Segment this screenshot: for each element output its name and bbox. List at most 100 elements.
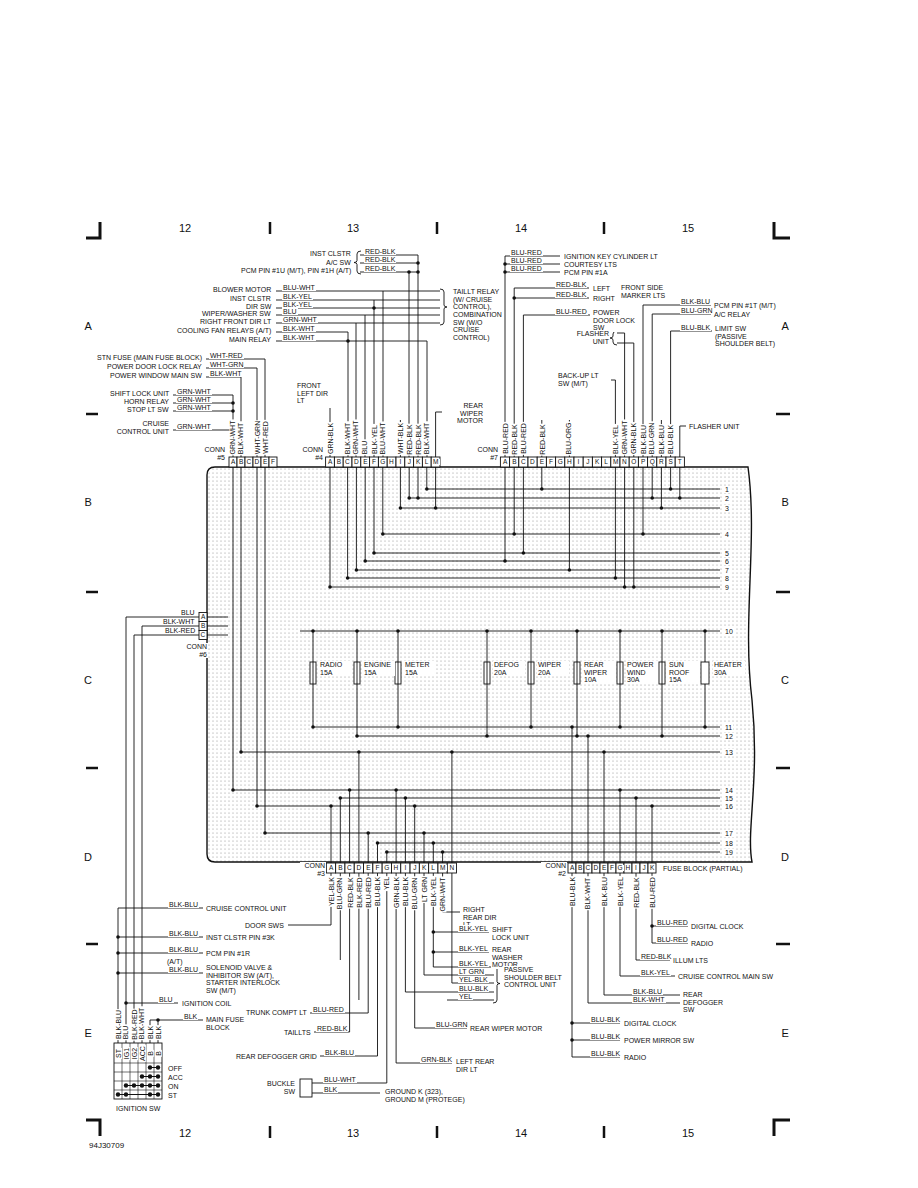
wiring-label: WHT-RED (261, 420, 268, 455)
wire (357, 736, 720, 737)
wiring-label: E (365, 865, 371, 872)
connector-pin-cell (537, 457, 546, 467)
connector-pin-cell (447, 863, 456, 873)
wiring-label: SHIFT LOCK UNIT (109, 390, 170, 397)
wire (365, 315, 366, 457)
wiring-label: 13 (346, 1128, 360, 1139)
connector-pin-cell (546, 457, 555, 467)
wiring-label: GRN-WHT (621, 419, 628, 455)
wire (405, 798, 406, 863)
wiring-label: 18 (724, 840, 734, 847)
wiring-label: SUN ROOF 15A (668, 661, 700, 684)
wire (679, 467, 680, 498)
wire (523, 315, 590, 316)
wiring-label: C (246, 459, 253, 466)
wiring-label: J (412, 865, 417, 872)
wire (288, 873, 331, 925)
wiring-label: S (668, 459, 674, 466)
wire (118, 973, 203, 974)
connector-pin-cell (620, 457, 629, 467)
wire (374, 467, 375, 553)
wiring-label: E (539, 459, 545, 466)
wiring-label: E (262, 459, 268, 466)
wiring-label: BLK-BLU (632, 988, 663, 995)
wire (118, 937, 203, 938)
wire (569, 467, 570, 570)
wire (276, 323, 440, 324)
connector-pin-cell (666, 457, 675, 467)
wiring-label: J (585, 459, 590, 466)
wiring-label: REAR DEFOGGER SW (682, 991, 729, 1014)
wiring-label: A (84, 321, 93, 332)
wiring-label: RED-BLK (316, 1025, 348, 1032)
block-title: FUSE BLOCK (PARTIAL) (662, 865, 743, 872)
wiring-label: BLU-GRN (337, 876, 344, 910)
wire (347, 467, 348, 578)
wire (398, 631, 399, 662)
wiring-label: I (577, 459, 581, 466)
wiring-label: POWER DOOR LOCK SW (592, 309, 640, 332)
wiring-label: 14 (514, 223, 528, 234)
splice-dot (432, 950, 436, 954)
connector-pin-cell (261, 457, 269, 467)
wiring-label: REAR WIPER MOTOR (442, 402, 484, 425)
wire (310, 873, 368, 1013)
wiring-label: BLK-YEL (458, 960, 489, 967)
wiring-label: YEL-BLK (458, 976, 489, 983)
frame-tick (86, 413, 98, 416)
wire-group (86, 222, 790, 1138)
connector-pin-cell (648, 457, 657, 467)
wiring-label: PCM PIN #1T (M/T) (713, 302, 777, 309)
splice-dot (503, 262, 507, 266)
connector-pin-cell (378, 457, 387, 467)
wiring-label: POWER DOOR LOCK RELAY (106, 363, 203, 370)
wiring-label: BLU-WHT (282, 284, 316, 291)
wire (265, 833, 720, 834)
wiring-label: BLU-RED (510, 257, 543, 264)
wire (348, 578, 720, 579)
wiring-label: BLU (158, 996, 174, 1003)
wiring-label: B (154, 1050, 161, 1057)
wiring-label: O (630, 459, 637, 466)
buckle-switch-symbol (300, 1079, 312, 1097)
connector-pin-cell (199, 631, 207, 640)
wiring-label: GRN-WHT (439, 876, 446, 912)
wire (531, 631, 532, 662)
switch-contact (156, 1083, 160, 1087)
splice-dot (346, 339, 350, 343)
wiring-label: B (200, 623, 206, 630)
wiring-label: FLASHER UNIT (563, 330, 610, 345)
frame-tick (776, 767, 790, 770)
wiring-label: CRUISE CONTROL UNIT (108, 420, 170, 435)
brace (493, 964, 500, 1003)
wiring-label: 17 (724, 830, 734, 837)
wire (424, 833, 425, 863)
connector-pin-cell (576, 863, 584, 873)
wiring-label: E (84, 1028, 93, 1039)
fuse-element (398, 662, 399, 684)
wire (451, 752, 452, 863)
switch-contact (156, 1092, 160, 1096)
wiring-label: IG1 (123, 1046, 130, 1059)
wiring-label: C (344, 459, 351, 466)
wire (418, 467, 419, 498)
fuse-element (487, 662, 488, 684)
wiring-label: BUCKLE SW (264, 1080, 296, 1095)
wiring-label: BLU-BLK (374, 876, 381, 907)
wire (206, 368, 257, 457)
wiring-label: BLU-GRN (411, 876, 418, 910)
wire (313, 727, 720, 728)
wiring-label: H (625, 865, 632, 872)
wire (356, 467, 357, 570)
wiring-label: MAIN FUSE BLOCK (205, 1016, 247, 1031)
wiring-label: C (83, 675, 93, 686)
connector-pin-cell (237, 457, 245, 467)
connector-pin-cell (245, 457, 253, 467)
wire (206, 359, 265, 457)
wire (705, 684, 706, 727)
switch-contact (156, 1065, 160, 1069)
connector-pin-cell (419, 863, 428, 873)
fuse-symbol (617, 662, 623, 684)
frame-tick (436, 1126, 439, 1138)
wire (276, 341, 427, 342)
